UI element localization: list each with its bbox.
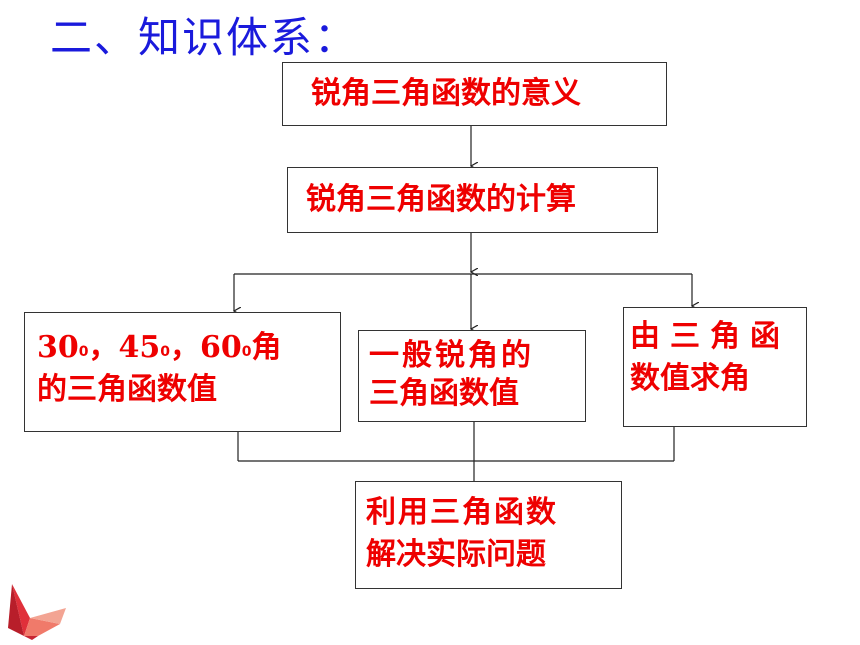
sep-1: ， [88, 330, 119, 365]
box-inverse: 由三角函 数值求角 [623, 307, 807, 427]
box-special-line1: 300，450，600角 [37, 327, 340, 369]
box-meaning: 锐角三角函数的意义 [282, 62, 667, 126]
box-general-line2: 三角函数值 [369, 376, 519, 411]
box-inverse-line2: 数值求角 [630, 361, 750, 396]
box-calculation-label: 锐角三角函数的计算 [306, 182, 576, 217]
box-application-line1: 利用三角函数 [366, 495, 558, 530]
box-application-line2: 解决实际问题 [366, 537, 546, 572]
angle-60: 60 [200, 330, 242, 365]
box-general-line1: 一般锐角的 [369, 338, 534, 373]
paper-crane-icon [8, 584, 66, 640]
special-line1-end: 角 [251, 330, 282, 365]
box-inverse-line1: 由三角函 [630, 319, 790, 354]
angle-30: 30 [37, 330, 79, 365]
box-special-line2: 的三角函数值 [37, 372, 217, 407]
box-general-angle: 一般锐角的 三角函数值 [358, 330, 586, 422]
box-special-angles: 300，450，600角 的三角函数值 [24, 312, 341, 432]
sep-2: ， [170, 330, 200, 365]
degree-sup-3: 0 [241, 344, 252, 360]
page-title: 二、知识体系： [50, 13, 359, 62]
box-calculation: 锐角三角函数的计算 [287, 167, 658, 233]
angle-45: 45 [118, 330, 161, 365]
box-meaning-label: 锐角三角函数的意义 [311, 76, 581, 111]
box-application: 利用三角函数 解决实际问题 [355, 481, 622, 589]
degree-sup-1: 0 [78, 344, 89, 360]
degree-sup-2: 0 [160, 344, 170, 360]
